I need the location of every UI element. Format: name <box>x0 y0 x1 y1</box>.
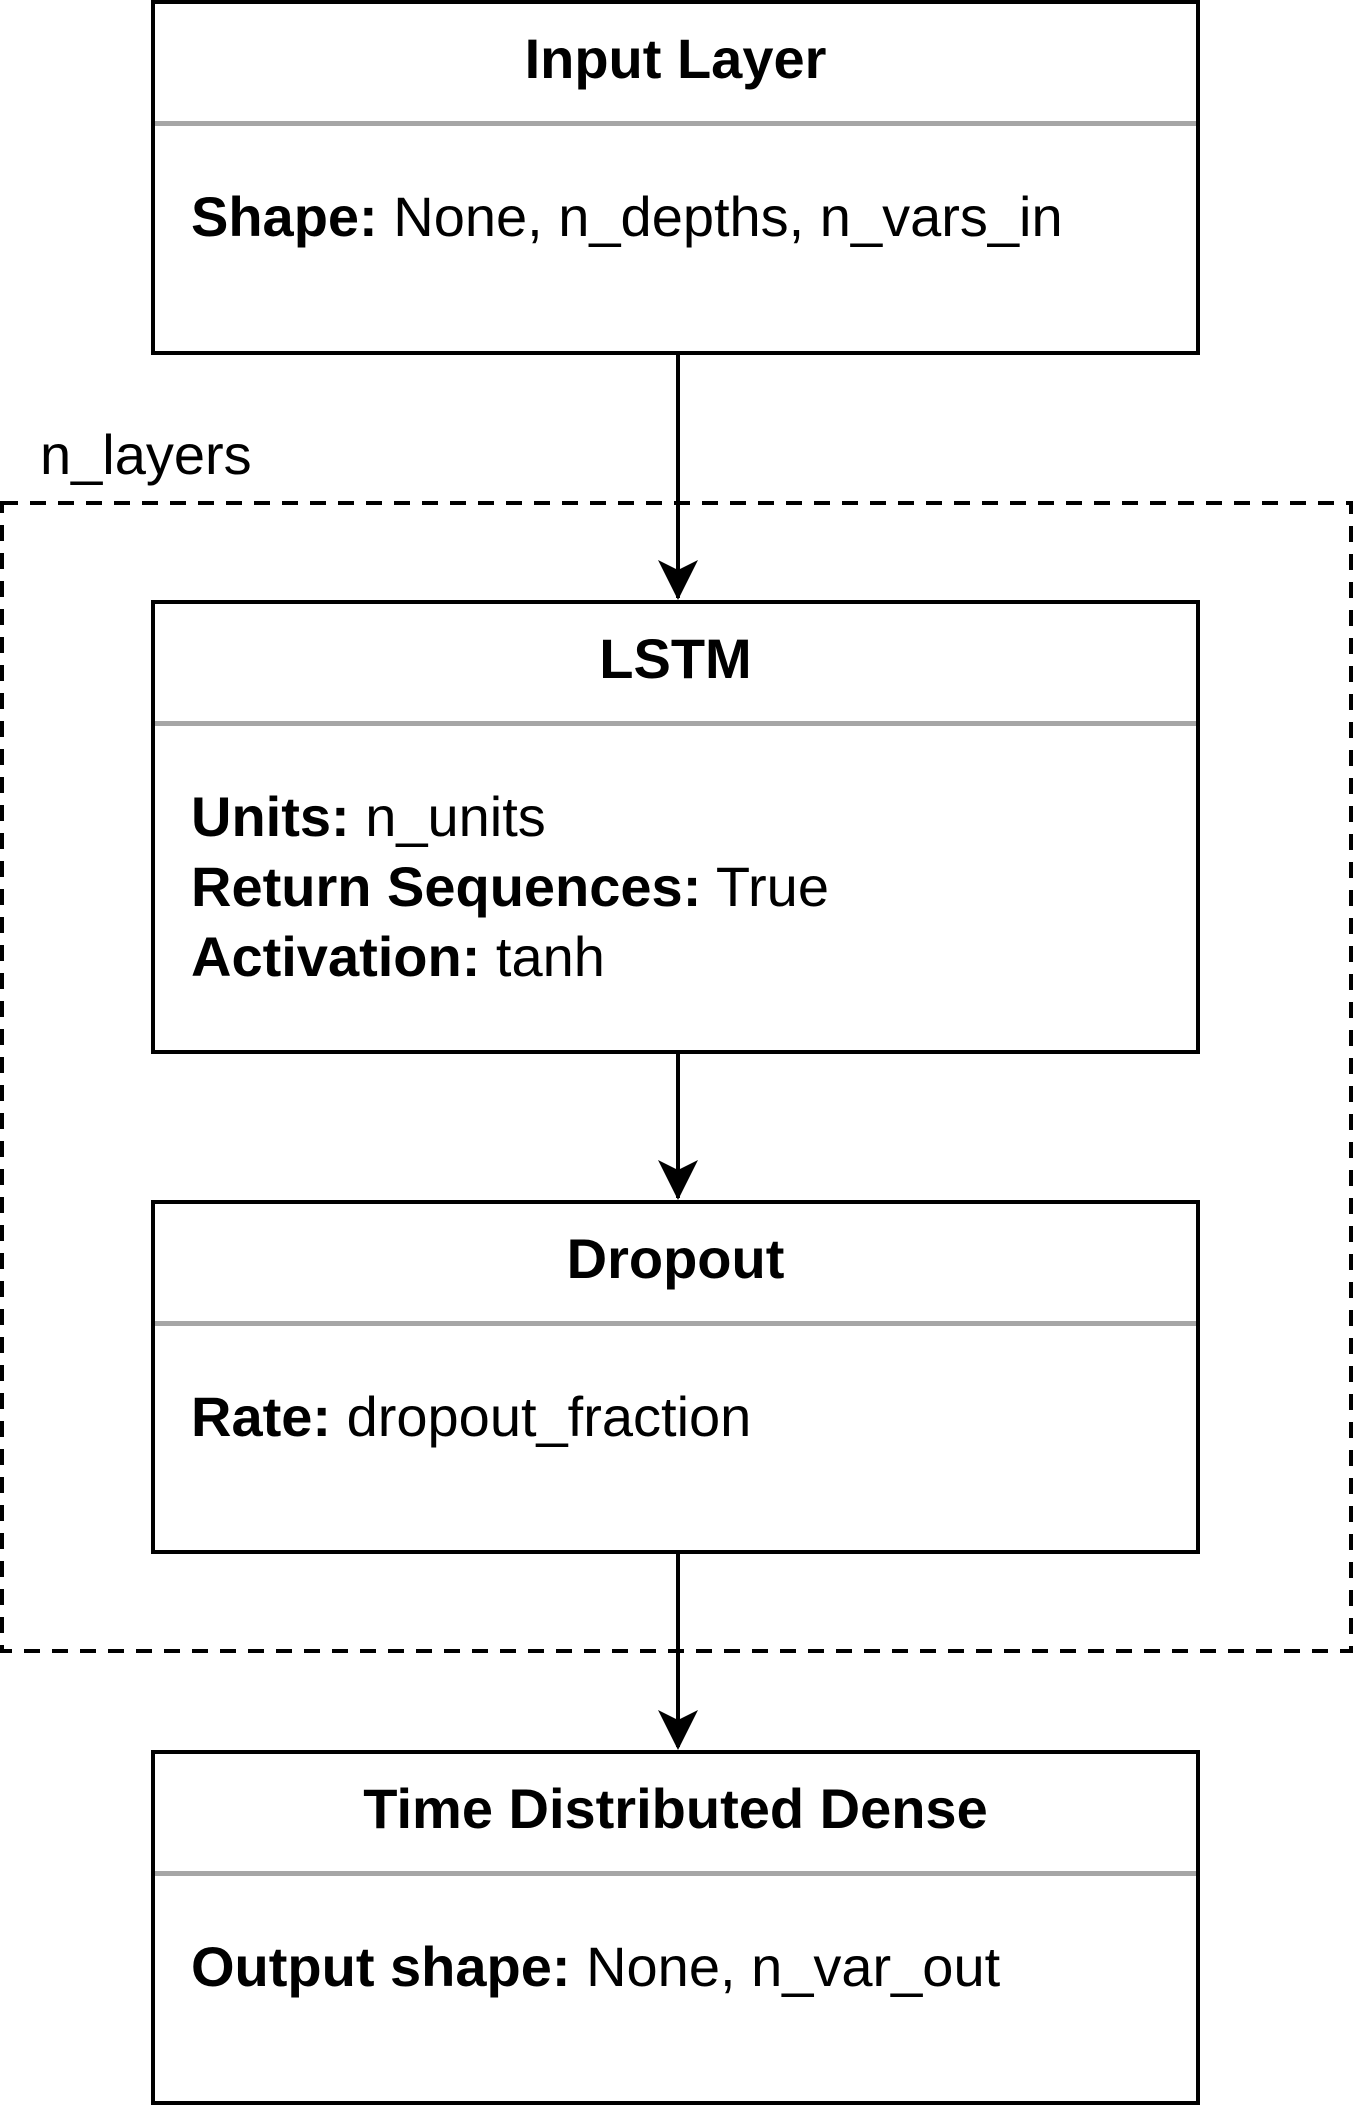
dense-layer-box: Time Distributed Dense Output shape: Non… <box>151 1750 1200 2105</box>
layer-properties: Units: n_units Return Sequences: True Ac… <box>191 782 1176 992</box>
layer-title: Time Distributed Dense <box>363 1777 988 1840</box>
layer-properties: Output shape: None, n_var_out <box>191 1932 1176 2002</box>
property-key: Output shape: <box>191 1935 571 1998</box>
property-key: Return Sequences: <box>191 855 702 918</box>
input-layer-box: Input Layer Shape: None, n_depths, n_var… <box>151 0 1200 355</box>
property-value: tanh <box>480 925 605 988</box>
property-value: None, n_depths, n_vars_in <box>377 185 1063 248</box>
layer-title: Dropout <box>566 1227 785 1290</box>
layer-divider <box>155 121 1196 126</box>
lstm-layer-box: LSTM Units: n_units Return Sequences: Tr… <box>151 600 1200 1054</box>
layer-divider <box>155 721 1196 726</box>
layer-title: Input Layer <box>524 27 827 90</box>
layer-divider <box>155 1871 1196 1876</box>
property-row: Output shape: None, n_var_out <box>191 1932 1176 2002</box>
dropout-layer-box: Dropout Rate: dropout_fraction <box>151 1200 1200 1554</box>
property-value: None, n_var_out <box>570 1935 1001 1998</box>
layer-properties: Rate: dropout_fraction <box>191 1382 1176 1452</box>
property-key: Rate: <box>191 1385 332 1448</box>
property-row: Shape: None, n_depths, n_vars_in <box>191 182 1176 252</box>
property-value: True <box>701 855 829 918</box>
property-value: n_units <box>349 785 546 848</box>
arrow-input-to-lstm-head <box>658 560 698 600</box>
arrow-lstm-to-dropout-head <box>658 1160 698 1200</box>
arrow-dropout-to-dense-head <box>658 1710 698 1750</box>
property-row: Units: n_units <box>191 782 1176 852</box>
layer-properties: Shape: None, n_depths, n_vars_in <box>191 182 1176 252</box>
property-value: dropout_fraction <box>331 1385 752 1448</box>
property-row: Rate: dropout_fraction <box>191 1382 1176 1452</box>
property-row: Return Sequences: True <box>191 852 1176 922</box>
layer-divider <box>155 1321 1196 1326</box>
property-key: Units: <box>191 785 350 848</box>
property-row: Activation: tanh <box>191 922 1176 992</box>
property-key: Activation: <box>191 925 481 988</box>
layer-title: LSTM <box>599 627 752 690</box>
property-key: Shape: <box>191 185 378 248</box>
repeat-block-label: n_layers <box>40 423 252 486</box>
